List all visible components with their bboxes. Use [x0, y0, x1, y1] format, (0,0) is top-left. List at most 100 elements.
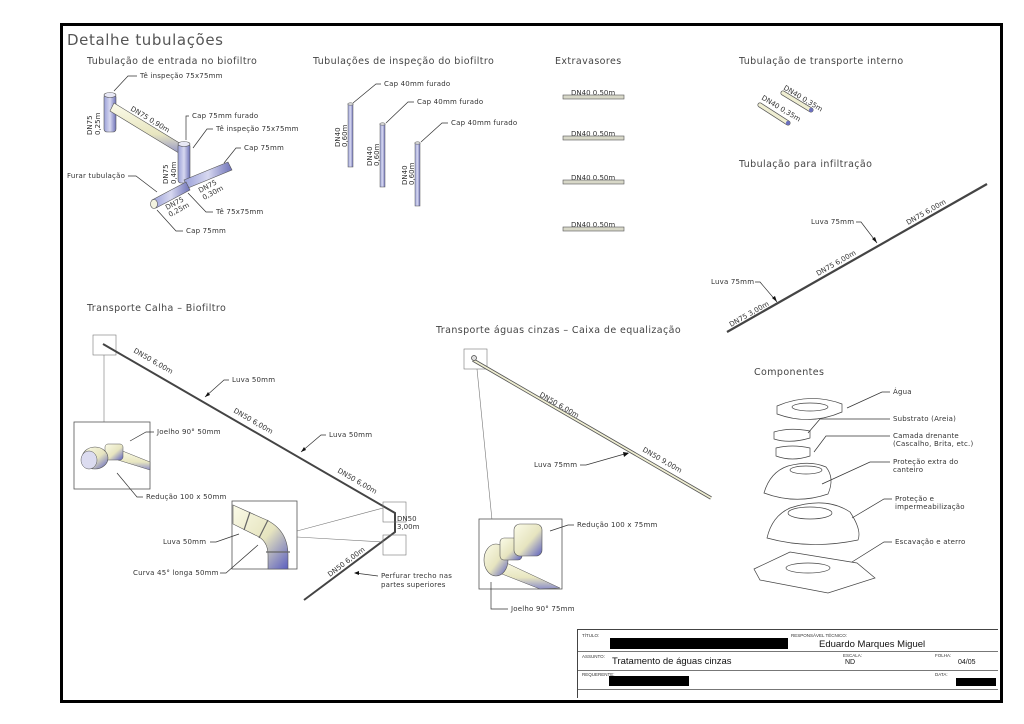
label-joelho-90-75: Joelho 90° 75mm [510, 605, 575, 613]
section-title-extravasores: Extravasores [555, 56, 622, 67]
layer-impermeabilizacao [766, 502, 860, 545]
label-luva-75: Luva 75mm [811, 218, 854, 226]
fitting-illustration [483, 523, 561, 590]
overflow-pipe: DN40 0,50m [562, 174, 625, 185]
sheet-title: Detalhe tubulações [67, 31, 224, 49]
label-escavacao: Escavação e aterro [895, 538, 966, 546]
section-calha: Transporte Calha – Biofiltro DN50 6,00m … [73, 303, 452, 601]
caption-responsavel: Responsável técnico: [791, 633, 848, 638]
caption-escala: Escala: [843, 653, 863, 658]
label-luva-75: Luva 75mm [534, 461, 577, 469]
caption-data: Data: [935, 672, 948, 677]
pipe-vertical-mid [177, 142, 191, 184]
pipe-end-cap [103, 92, 117, 98]
label-te-inspecao-top: Tê inspeção 75x75mm [139, 72, 223, 80]
label-luva-50-detail: Luva 50mm [163, 538, 206, 546]
caption-requerente: Requerente: [582, 672, 615, 677]
dim-label: DN40 0,50m [571, 174, 615, 182]
label-agua: Água [893, 387, 912, 396]
fitting-illustration [232, 504, 290, 570]
infiltration-pipe [726, 183, 988, 333]
label-protecao-extra: Proteção extra do [893, 458, 958, 466]
calha-pipe [102, 343, 396, 601]
layer-drenante [775, 445, 811, 460]
detail-box-marker [382, 534, 407, 556]
dim-segment: DN50 6,00m [538, 391, 580, 420]
title-block-row-requerente: Requerente: Data: [578, 670, 998, 690]
label-cap-40-furado: Cap 40mm furado [451, 119, 517, 127]
label-protecao-impermeabilizacao: Proteção e [895, 495, 934, 503]
leader-line [128, 175, 158, 193]
cap-bottom [150, 199, 158, 209]
dim-vertical-left: DN75 [86, 115, 94, 135]
label-luva-50: Luva 50mm [329, 431, 372, 439]
title-block-row-titulo: Título: Responsável técnico: Eduardo Mar… [578, 630, 998, 652]
dim-segment: DN75 6,00m [815, 249, 858, 278]
leader-line [210, 533, 240, 543]
leader-arrow [354, 571, 359, 575]
dim-vertical-mid-len: 0,40m [170, 161, 178, 184]
label-luva-75: Luva 75mm [711, 278, 754, 286]
dim-segment: DN50 6,00m [132, 347, 174, 376]
label-cap-40-furado: Cap 40mm furado [384, 80, 450, 88]
leader-line [116, 472, 143, 498]
leader-line [580, 452, 629, 466]
component-layers [753, 398, 876, 594]
layer-substrato [773, 428, 811, 442]
label-reducao-100-75: Redução 100 x 75mm [577, 521, 657, 529]
label-furar-tubulacao: Furar tubulação [67, 172, 125, 180]
dim-label: DN40 0,50m [571, 89, 615, 97]
dim-segment: DN75 6,00m [905, 198, 948, 227]
leader-line [821, 461, 890, 485]
responsavel-value: Eduardo Marques Miguel [819, 639, 926, 650]
leader-line [156, 209, 183, 232]
detail-link-line [296, 507, 384, 532]
detail-box-marker [92, 334, 117, 356]
caption-titulo: Título: [582, 633, 600, 638]
label-joelho-90-50: Joelho 90° 50mm [156, 428, 221, 436]
label-camada-drenante: Camada drenante [893, 432, 959, 440]
section-title-transporte-interno: Tubulação de transporte interno [738, 56, 904, 67]
leader-line [300, 434, 326, 453]
section-entrada: Tubulação de entrada no biofiltro Tê ins… [67, 56, 298, 235]
aguas-cinzas-pipe-fill [472, 359, 712, 499]
dim-segment: DN75 3,00m [728, 300, 771, 329]
label-substrato: Substrato (Areia) [893, 415, 956, 423]
dim-vertical-mid: DN75 [162, 164, 170, 184]
leader-line [490, 582, 508, 610]
dim-label: DN40 0,50m [571, 221, 615, 229]
label-te-75x75: Tê 75x75mm [215, 208, 263, 216]
section-title-aguas-cinzas: Transporte águas cinzas – Caixa de equal… [435, 325, 681, 336]
leader-line [846, 391, 890, 409]
detail-box-marker [463, 348, 488, 370]
label-reducao-100-50: Redução 100 x 50mm [146, 493, 226, 501]
leader-line [856, 221, 878, 244]
leader-arrow [205, 392, 210, 397]
folha-value: 04/05 [958, 659, 976, 666]
cap-furado [177, 141, 191, 147]
leader-line [187, 192, 213, 213]
redacted-requerente [609, 676, 689, 686]
pipe-end [471, 355, 477, 361]
title-block-row-assunto: Assunto: Tratamento de águas cinzas Esca… [578, 651, 998, 671]
leader-line [129, 431, 154, 442]
label-perfurar: Perfurar trecho nas [381, 572, 452, 580]
dim-len: 0,60m [408, 162, 416, 185]
section-aguas-cinzas: Transporte águas cinzas – Caixa de equal… [435, 325, 712, 613]
leader-arrow [623, 452, 629, 457]
section-title-componentes: Componentes [754, 367, 824, 378]
dim-len: 0,60m [341, 124, 349, 147]
title-block: Título: Responsável técnico: Eduardo Mar… [577, 629, 998, 698]
leader-line [223, 147, 241, 164]
dim-dn: DN40 [401, 165, 409, 185]
escala-value: ND [845, 659, 856, 666]
section-transporte-interno: Tubulação de transporte interno DN40 0,3… [738, 56, 904, 126]
leader-line [113, 75, 137, 92]
inspection-pipe: Cap 40mm furado DN40 0,60m [401, 119, 517, 207]
section-extravasores: Extravasores DN40 0,50m DN40 0,50m DN40 … [555, 56, 625, 232]
caption-folha: Folha: [935, 653, 952, 658]
section-title-calha: Transporte Calha – Biofiltro [86, 303, 226, 314]
label-protecao-impermeabilizacao-2: impermeabilização [895, 503, 965, 511]
leader-line [813, 435, 890, 453]
